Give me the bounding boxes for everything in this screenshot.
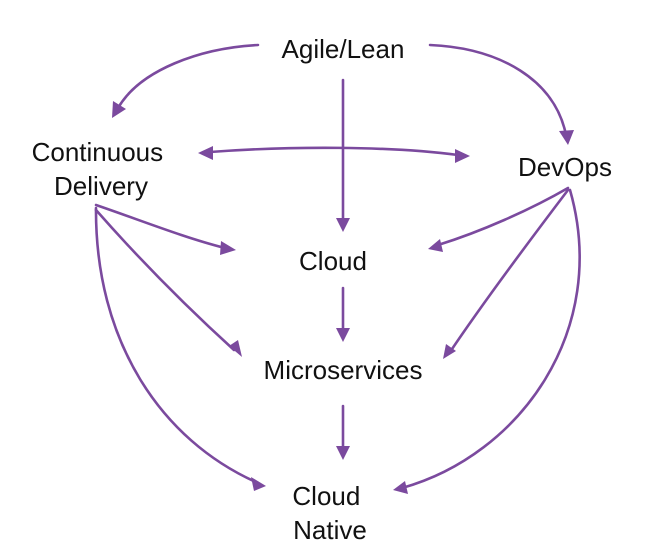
node-continuous-delivery: Continuous Delivery	[32, 137, 171, 201]
arrowhead-cloud-from-devops	[428, 239, 443, 252]
node-agile-lean: Agile/Lean	[282, 34, 405, 64]
arrowhead-microservices-from-cd	[229, 340, 242, 357]
arrowheads	[112, 101, 574, 494]
node-continuous-delivery-line-1: Continuous	[32, 137, 164, 167]
edge-continuous-delivery-to-microservices	[94, 208, 236, 352]
edge-continuous-delivery-to-cloud	[94, 203, 227, 250]
node-cloud: Cloud	[299, 246, 367, 276]
edge-continuous-delivery-devops	[208, 146, 460, 157]
arrowhead-continuous-delivery-left	[198, 146, 213, 160]
arrowhead-cloud-native-from-devops	[393, 481, 408, 494]
nodes: Agile/Lean Continuous Delivery DevOps Cl…	[32, 34, 612, 545]
arrowhead-cloud-native-from-cd	[251, 477, 266, 491]
node-microservices: Microservices	[264, 355, 423, 385]
arrowhead-cloud-from-agile	[336, 218, 350, 232]
edge-devops-to-cloud	[436, 186, 570, 247]
edge-devops-to-cloud-native	[400, 188, 581, 490]
edges	[94, 43, 581, 490]
arrowhead-continuous-delivery-from-agile	[112, 101, 126, 118]
arrowhead-cloud-from-cd	[220, 241, 236, 255]
arrowhead-microservices-from-cloud	[336, 328, 350, 342]
arrowhead-devops-from-agile	[559, 130, 574, 145]
arrowhead-microservices-from-devops	[443, 344, 456, 359]
edge-devops-to-microservices	[448, 188, 570, 354]
arrowhead-devops-right	[455, 149, 470, 163]
node-cloud-native: Cloud Native	[292, 481, 367, 545]
node-continuous-delivery-line-2: Delivery	[54, 171, 148, 201]
node-cloud-native-line-1: Cloud	[292, 481, 360, 511]
node-cloud-native-line-2: Native	[293, 515, 367, 545]
arrowhead-cloud-native-from-microservices	[336, 446, 350, 460]
node-devops: DevOps	[518, 152, 612, 182]
edge-continuous-delivery-to-cloud-native	[94, 206, 260, 485]
edge-agile-to-devops	[428, 43, 568, 137]
edge-agile-to-continuous-delivery	[116, 43, 260, 110]
